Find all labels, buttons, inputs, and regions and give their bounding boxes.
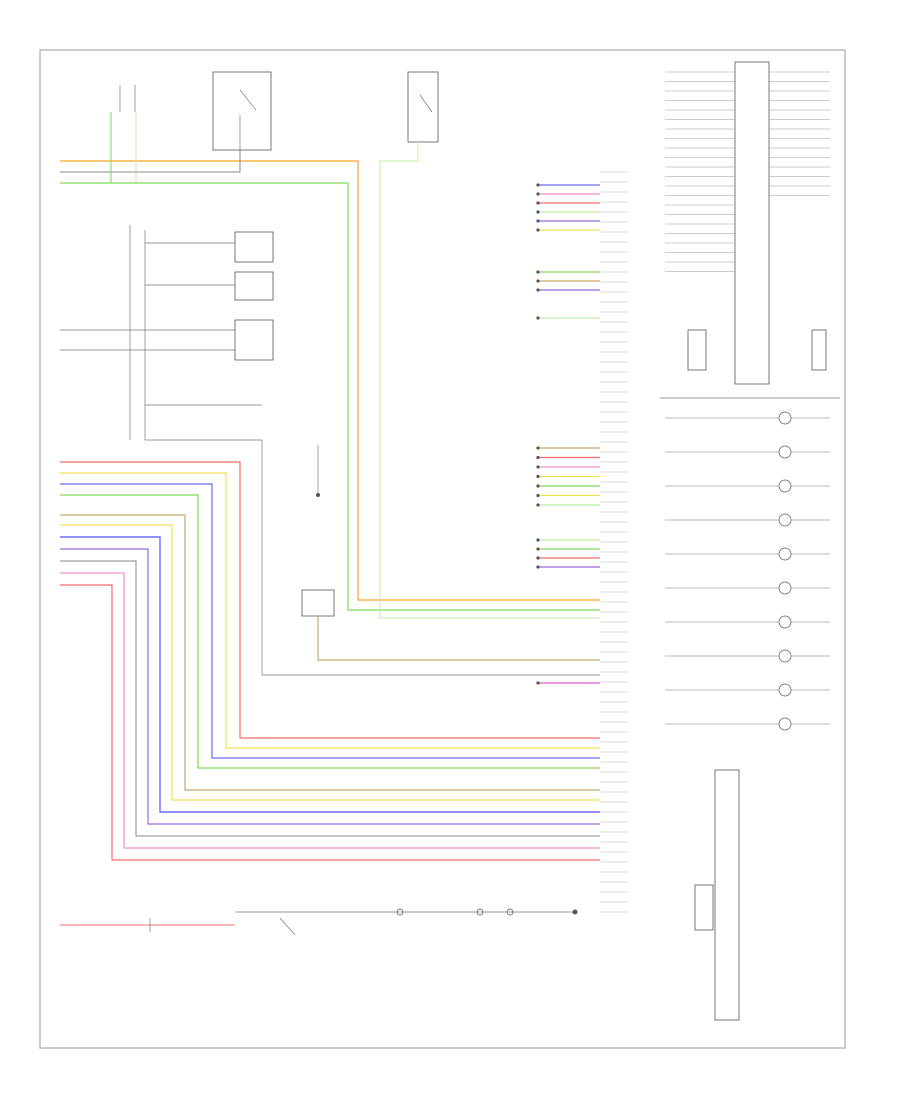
wire-red-mid (60, 461, 600, 739)
lamp-symbol (778, 581, 792, 595)
stub-pin (536, 446, 540, 450)
stub-pin (536, 210, 540, 214)
lamp-symbol (778, 683, 792, 697)
stub-pin (536, 538, 540, 542)
stub-pin (536, 493, 540, 498)
lower-wire-bundle (60, 514, 600, 861)
wire-green-top (60, 182, 600, 611)
connector-column (536, 171, 628, 913)
stub-pin (536, 228, 540, 232)
wire-orange (60, 160, 600, 601)
stub-pin (536, 474, 540, 479)
stub-pin (536, 201, 540, 205)
bottom-switch-row (60, 908, 578, 936)
wire-gray-low (60, 560, 600, 837)
stub-pin (536, 192, 540, 196)
diagram-frame (39, 49, 846, 1049)
wire-yellow-low (60, 524, 600, 801)
right-lower-module (660, 397, 840, 1021)
wire-gray (60, 150, 241, 173)
stub-pin (536, 503, 540, 507)
stub-pin (536, 556, 540, 560)
lamp-symbol (778, 513, 792, 527)
wire-green-mid (60, 494, 600, 769)
lamp-symbol (778, 547, 792, 561)
right-lamp-ladder (665, 411, 830, 731)
wire-pink-low (60, 572, 600, 849)
middle-wire-bundle (60, 461, 600, 769)
center-sensor (301, 589, 600, 661)
wire-violet-low (60, 548, 600, 825)
stub-pin (536, 455, 540, 460)
stub-pin (536, 279, 540, 283)
top-left-switch-group (119, 71, 439, 151)
stub-pin (536, 681, 540, 685)
stub-pin (536, 316, 540, 320)
top-wire-bundle (60, 112, 600, 619)
wire-blue-mid (60, 483, 600, 759)
wire-tan-low (60, 514, 600, 791)
wire-yellow-mid (60, 472, 600, 749)
lamp-symbol (778, 445, 792, 459)
stub-pin (536, 465, 540, 469)
lamp-symbol (778, 411, 792, 425)
stub-pin (536, 270, 540, 274)
wire-red-low (60, 584, 600, 861)
wire-blue-low (60, 536, 600, 813)
stub-pin (536, 183, 540, 187)
stub-pin (536, 484, 540, 488)
lamp-symbol (778, 649, 792, 663)
wire-lightgreen-long (379, 142, 600, 619)
right-upper-module (665, 61, 830, 385)
lamp-symbol (778, 479, 792, 493)
middle-left-relay-group (60, 225, 600, 676)
stub-pin (536, 219, 540, 223)
stub-pin (536, 547, 540, 551)
lamp-symbol (778, 615, 792, 629)
lamp-symbol (778, 717, 792, 731)
stub-pin (536, 565, 540, 569)
stub-pin (536, 288, 540, 292)
